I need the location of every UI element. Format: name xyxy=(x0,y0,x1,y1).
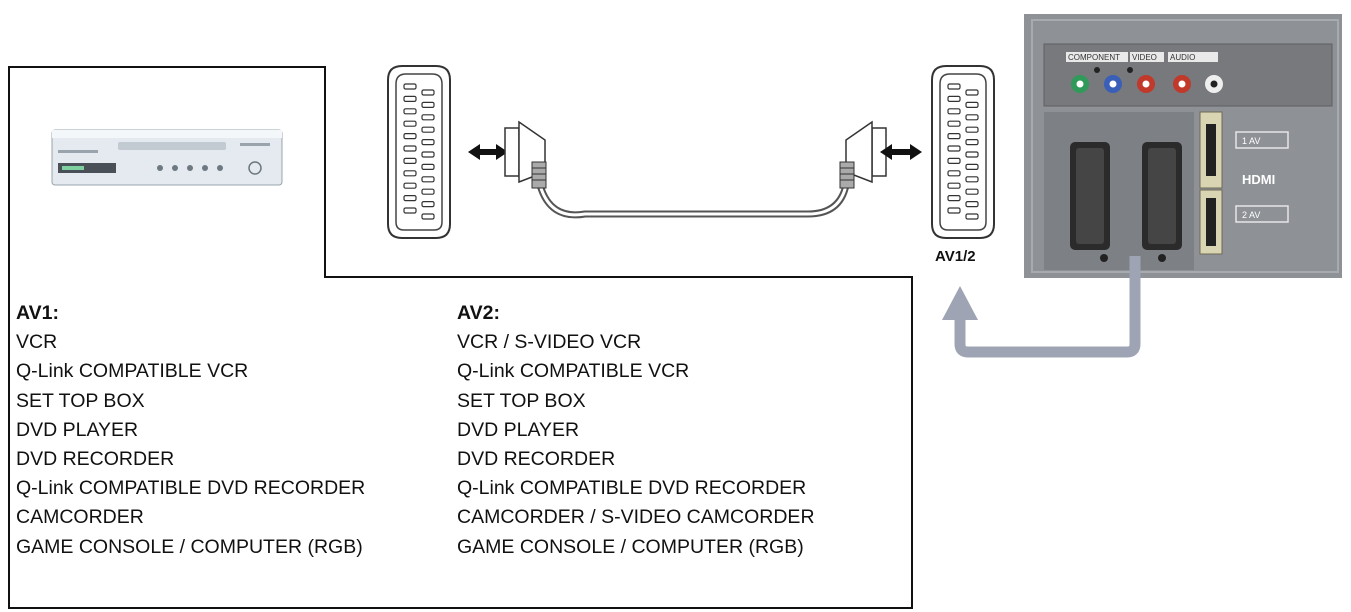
scart-pin xyxy=(421,201,435,208)
scart-pin xyxy=(965,101,979,109)
scart-pin xyxy=(965,139,979,146)
list-item: DVD RECORDER xyxy=(16,448,175,471)
scart-pin xyxy=(421,89,435,96)
component-pr-jack xyxy=(1137,75,1155,93)
scart-pin xyxy=(965,188,979,195)
scart-pin xyxy=(965,201,979,208)
hdmi-label: HDMI xyxy=(1242,172,1275,187)
scart-socket-right-icon xyxy=(931,65,995,239)
hdmi-av2-label: 2 AV xyxy=(1242,210,1260,220)
scart-plug-left-icon xyxy=(504,120,547,189)
scart-pin xyxy=(965,151,979,158)
scart-pin xyxy=(947,95,961,103)
scart-av2-port xyxy=(1142,142,1182,262)
component-label: COMPONENT xyxy=(1068,53,1120,62)
list-item: GAME CONSOLE / COMPUTER (RGB) xyxy=(457,535,804,558)
list-item: DVD PLAYER xyxy=(457,418,580,441)
scart-pin xyxy=(403,83,417,90)
video-label: VIDEO xyxy=(1132,53,1157,62)
bidirectional-arrow-icon xyxy=(468,144,508,160)
list-item: DVD RECORDER xyxy=(457,448,616,471)
bidirectional-arrow-icon xyxy=(880,144,922,160)
list-item: VCR / S-VIDEO VCR xyxy=(457,331,642,354)
scart-pin xyxy=(403,133,417,140)
scart-pin xyxy=(965,89,979,96)
list-item: VCR xyxy=(16,331,58,354)
scart-pin xyxy=(947,83,961,90)
scart-pin xyxy=(421,126,435,133)
tv-rear-panel: COMPONENT VIDEO AUDIO xyxy=(1024,14,1342,278)
scart-pin xyxy=(403,157,417,164)
scart-pin xyxy=(947,108,961,115)
scart-pin xyxy=(421,213,435,220)
scart-pin xyxy=(965,126,979,133)
pointer-arrow xyxy=(942,256,1141,358)
vcr-device-icon xyxy=(51,129,283,186)
scart-socket-left-icon xyxy=(387,65,451,239)
scart-pin xyxy=(403,108,417,115)
list-item: CAMCORDER xyxy=(16,506,144,529)
list-item: DVD PLAYER xyxy=(16,418,139,441)
scart-pin xyxy=(947,120,961,127)
av2-device-list: AV2: VCR / S-VIDEO VCR Q-Link COMPATIBLE… xyxy=(457,299,815,562)
scart-pin xyxy=(403,120,417,127)
scart-pin xyxy=(421,163,435,170)
list-item: Q-Link COMPATIBLE DVD RECORDER xyxy=(457,477,807,500)
list-item: Q-Link COMPATIBLE VCR xyxy=(16,360,249,383)
scart-pin xyxy=(403,170,417,177)
scart-plug-right-icon xyxy=(839,120,887,189)
scart-pin xyxy=(947,207,961,214)
list-item: GAME CONSOLE / COMPUTER (RGB) xyxy=(16,535,363,558)
scart-pin xyxy=(421,188,435,195)
scart-pin xyxy=(947,133,961,140)
video-jack xyxy=(1173,75,1191,93)
scart-pin xyxy=(403,145,417,152)
scart-pin xyxy=(421,151,435,158)
scart-pin xyxy=(421,114,435,121)
list-item: Q-Link COMPATIBLE VCR xyxy=(457,360,690,383)
list-item: SET TOP BOX xyxy=(16,389,145,412)
scart-pin xyxy=(965,176,979,183)
av-port-caption: AV1/2 xyxy=(935,248,976,265)
scart-pin xyxy=(965,163,979,170)
scart-pin xyxy=(403,182,417,189)
scart-pin xyxy=(421,176,435,183)
list-item: SET TOP BOX xyxy=(457,389,586,412)
list-item: CAMCORDER / S-VIDEO CAMCORDER xyxy=(457,506,815,529)
scart-pin xyxy=(947,157,961,164)
scart-pin xyxy=(947,170,961,177)
scart-pin xyxy=(403,95,417,103)
scart-av1-port xyxy=(1070,142,1110,262)
scart-pin xyxy=(403,195,417,202)
scart-pin xyxy=(947,182,961,189)
list-item: Q-Link COMPATIBLE DVD RECORDER xyxy=(16,477,366,500)
scart-pin xyxy=(947,145,961,152)
hdmi-port-2 xyxy=(1199,189,1223,255)
component-pb-jack xyxy=(1104,75,1122,93)
av2-heading: AV2: xyxy=(457,302,500,324)
scart-pin xyxy=(421,139,435,146)
av1-heading: AV1: xyxy=(16,302,59,324)
device-list-outline xyxy=(8,66,913,609)
scart-pin xyxy=(965,213,979,220)
scart-pin xyxy=(403,207,417,214)
hdmi-av1-label: 1 AV xyxy=(1242,136,1260,146)
audio-l-jack xyxy=(1205,75,1223,93)
scart-pin xyxy=(947,195,961,202)
scart-pin xyxy=(965,114,979,121)
scart-pin xyxy=(421,101,435,109)
audio-label: AUDIO xyxy=(1170,53,1195,62)
av1-device-list: AV1: VCR Q-Link COMPATIBLE VCR SET TOP B… xyxy=(16,299,365,562)
hdmi-port-1 xyxy=(1199,111,1223,189)
scart-cable xyxy=(536,183,850,219)
component-y-jack xyxy=(1071,75,1089,93)
